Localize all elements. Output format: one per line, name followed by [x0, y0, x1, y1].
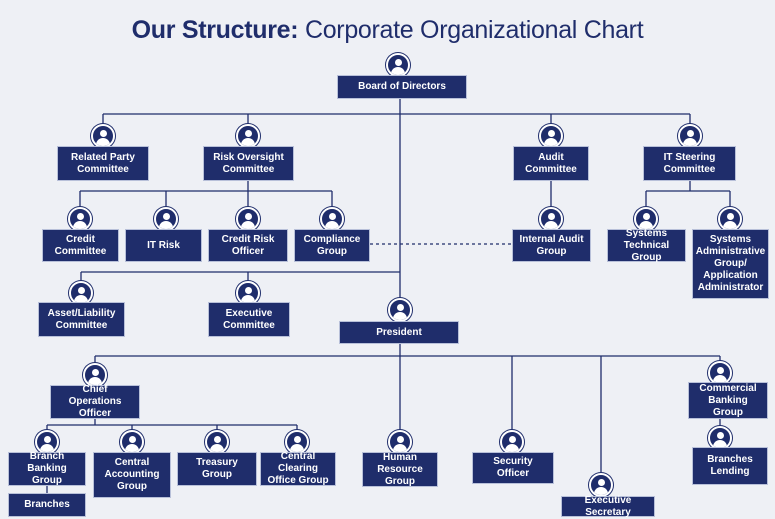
node-executive-committee: Executive Committee — [208, 302, 290, 337]
node-branch-banking-group: Branch Banking Group — [8, 451, 86, 486]
person-icon — [388, 298, 412, 322]
person-icon — [386, 53, 410, 77]
node-related-party-committee: Related Party Committee — [57, 146, 149, 181]
node-executive-secretary: Executive Secretary — [561, 495, 655, 518]
node-compliance-group: Compliance Group — [294, 229, 370, 262]
node-treasury-group: Treasury Group — [177, 452, 257, 486]
node-audit-committee: Audit Committee — [513, 146, 589, 181]
person-icon — [68, 207, 92, 231]
person-icon — [708, 361, 732, 385]
page-title: Our Structure: Corporate Organizational … — [0, 16, 775, 45]
person-icon — [320, 207, 344, 231]
node-central-accounting-group: Central Accounting Group — [93, 452, 171, 498]
node-credit-risk-officer: Credit Risk Officer — [208, 229, 288, 262]
node-it-steering-committee: IT Steering Committee — [643, 146, 736, 181]
node-credit-committee: Credit Committee — [42, 229, 119, 262]
person-icon — [589, 473, 613, 497]
person-icon — [91, 124, 115, 148]
node-board-of-directors: Board of Directors — [337, 75, 467, 99]
person-icon — [718, 207, 742, 231]
person-icon — [388, 430, 412, 454]
node-central-clearing-office-group: Central Clearing Office Group — [260, 451, 336, 486]
person-icon — [236, 281, 260, 305]
node-branches-lending: Branches Lending — [692, 447, 768, 485]
person-icon — [69, 281, 93, 305]
person-icon — [236, 207, 260, 231]
person-icon — [236, 124, 260, 148]
node-asset-liability-committee: Asset/Liability Committee — [38, 302, 125, 337]
node-security-officer: Security Officer — [472, 452, 554, 484]
person-icon — [154, 207, 178, 231]
person-icon — [120, 430, 144, 454]
node-president: President — [339, 321, 459, 344]
node-branches: Branches — [8, 493, 86, 517]
node-chief-operations-officer: Chief Operations Officer — [50, 384, 140, 419]
title-strong: Our Structure: — [131, 16, 299, 44]
title-rest: Corporate Organizational Chart — [298, 16, 644, 44]
person-icon — [678, 124, 702, 148]
node-commercial-banking-group: Commercial Banking Group — [688, 382, 768, 419]
node-risk-oversight-committee: Risk Oversight Committee — [203, 146, 294, 181]
person-icon — [500, 430, 524, 454]
person-icon — [539, 207, 563, 231]
node-systems-technical-group: Systems Technical Group — [607, 228, 686, 263]
person-icon — [539, 124, 563, 148]
node-it-risk: IT Risk — [125, 229, 202, 262]
node-systems-administrative-group: Systems Administrative Group/ Applicatio… — [692, 229, 769, 299]
node-internal-audit-group: Internal Audit Group — [512, 229, 591, 262]
person-icon — [205, 430, 229, 454]
node-human-resource-group: Human Resource Group — [362, 452, 438, 487]
